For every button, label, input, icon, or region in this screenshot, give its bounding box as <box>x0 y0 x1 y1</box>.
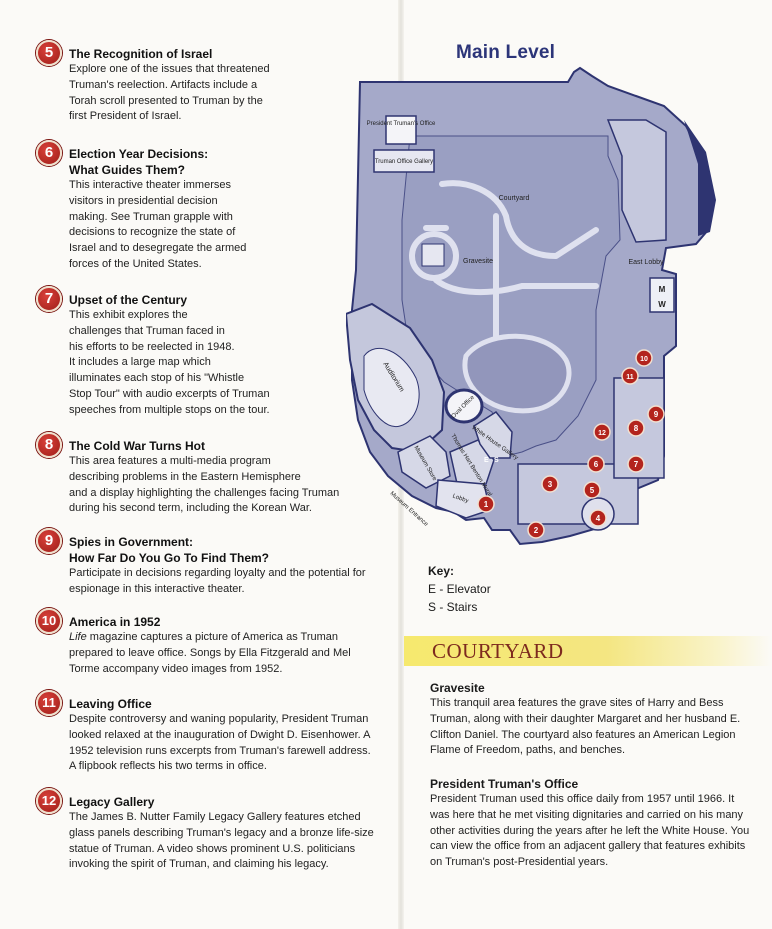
map-marker-10: 10 <box>635 349 653 367</box>
exhibit-title: The Cold War Turns Hot <box>69 439 205 453</box>
museum-store-room <box>397 435 451 489</box>
label-stairs: S <box>494 457 499 464</box>
exhibit-description: Participate in decisions regarding loyal… <box>69 567 366 595</box>
svg-text:8: 8 <box>634 424 639 433</box>
office-gallery-room <box>373 149 435 173</box>
exhibit-title: Upset of the Century <box>69 293 188 307</box>
svg-text:4: 4 <box>596 514 601 523</box>
exhibit-number-badge: 12 <box>36 788 62 814</box>
exhibit-description: This exhibit explores the challenges tha… <box>69 309 270 416</box>
map-marker-6: 6 <box>587 455 605 473</box>
key-item-elevator: E - Elevator <box>428 582 491 596</box>
map-marker-1: 1 <box>477 495 495 513</box>
map-marker-2: 2 <box>527 521 545 539</box>
section-text: This tranquil area features the grave si… <box>430 697 741 757</box>
exhibit-description: The James B. Nutter Family Legacy Galler… <box>69 811 374 871</box>
key-item-stairs: S - Stairs <box>428 600 478 614</box>
svg-text:1: 1 <box>484 500 489 509</box>
courtyard-section-gravesite: Gravesite This tranquil area features th… <box>430 680 760 759</box>
oval-garden <box>462 333 572 414</box>
label-presidents-office: President Truman's Office <box>367 121 436 127</box>
magazine-name: Life <box>69 631 87 643</box>
restrooms-block <box>649 277 675 313</box>
section-heading: President Truman's Office <box>430 777 579 791</box>
oval-office-room <box>444 388 484 424</box>
exhibit-description: Explore one of the issues that threatene… <box>69 63 270 123</box>
exhibit-description: Despite controversy and waning popularit… <box>69 713 371 773</box>
svg-text:10: 10 <box>640 356 648 363</box>
label-gravesite: Gravesite <box>463 258 493 265</box>
label-east-lobby: East Lobby <box>628 259 664 266</box>
gravesite-marker <box>421 243 445 267</box>
exhibit-title: America in 1952 <box>69 615 161 629</box>
exhibit-number-badge: 11 <box>36 690 62 716</box>
exhibit-number-badge: 6 <box>36 140 62 166</box>
exhibit-description: This area features a multi-media program… <box>69 455 340 515</box>
exhibit-title: Spies in Government: How Far Do You Go T… <box>69 535 269 565</box>
exhibit-markers: 1 2 3 4 5 6 7 8 9 10 11 12 <box>477 349 665 539</box>
exhibit-number-badge: 5 <box>36 40 62 66</box>
exhibit-title: Election Year Decisions: What Guides The… <box>69 147 209 177</box>
lobby-room <box>435 479 491 519</box>
svg-text:7: 7 <box>634 460 639 469</box>
exhibit-description: This interactive theater immerses visito… <box>69 179 247 270</box>
label-courtyard: Courtyard <box>499 195 530 202</box>
map-marker-12: 12 <box>593 423 611 441</box>
map-marker-9: 9 <box>647 405 665 423</box>
svg-text:9: 9 <box>654 410 659 419</box>
svg-text:11: 11 <box>626 374 634 381</box>
map-marker-3: 3 <box>541 475 559 493</box>
courtyard-banner-title: COURTYARD <box>432 639 564 663</box>
svg-text:3: 3 <box>548 480 553 489</box>
map-marker-5: 5 <box>583 481 601 499</box>
map-key: Key: E - Elevator S - Stairs <box>428 562 491 616</box>
svg-text:6: 6 <box>594 460 599 469</box>
map-title: Main Level <box>456 42 556 63</box>
east-wing <box>606 119 667 243</box>
exhibit-number-badge: 7 <box>36 286 62 312</box>
label-office-gallery: Truman Office Gallery <box>375 159 433 165</box>
label-m: M <box>659 285 666 294</box>
auditorium-seating <box>363 347 420 428</box>
svg-text:5: 5 <box>590 486 595 495</box>
exhibit-description: Life magazine captures a picture of Amer… <box>69 631 351 675</box>
courtyard-section-office: President Truman's Office President Trum… <box>430 776 760 871</box>
label-elevator: E <box>484 457 489 464</box>
exhibit-number-badge: 8 <box>36 432 62 458</box>
label-lobby: Lobby <box>452 493 469 504</box>
presidents-office-room <box>385 115 417 145</box>
exhibit-title: The Recognition of Israel <box>69 47 213 61</box>
svg-text:12: 12 <box>598 430 606 437</box>
floor-plan-map: President Truman's Office Truman Office … <box>346 66 716 546</box>
exhibit-number-badge: 9 <box>36 528 62 554</box>
map-marker-8: 8 <box>627 419 645 437</box>
section-text: President Truman used this office daily … <box>430 793 750 869</box>
gravesite-circle <box>409 231 459 281</box>
map-marker-4: 4 <box>589 509 607 527</box>
exhibit-title: Leaving Office <box>69 697 152 711</box>
east-wall-dark <box>684 120 716 236</box>
white-house-gallery-room <box>473 411 513 459</box>
key-title: Key: <box>428 564 455 578</box>
map-marker-7: 7 <box>627 455 645 473</box>
courtyard-banner: COURTYARD <box>404 636 772 666</box>
courtyard-paths <box>423 180 599 403</box>
section-heading: Gravesite <box>430 681 485 695</box>
exhibit-number-badge: 10 <box>36 608 62 634</box>
map-marker-11: 11 <box>621 367 639 385</box>
exhibit-title: Legacy Gallery <box>69 795 155 809</box>
svg-text:2: 2 <box>534 526 539 535</box>
label-w: W <box>658 300 666 309</box>
